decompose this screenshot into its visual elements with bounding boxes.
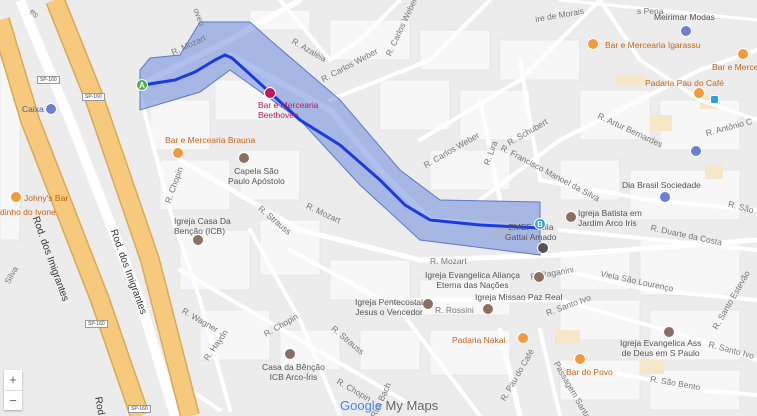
google-logo: Google [340, 398, 382, 413]
bar-merce-icon[interactable] [737, 48, 749, 60]
poi-igarassu: Bar e Mercearia Igarassu [605, 40, 701, 50]
street-mozart-low: R. Mozart [430, 256, 467, 266]
zoom-out-button[interactable]: − [4, 390, 22, 411]
highways [0, 0, 200, 416]
poi-ass-deus: Igreja Evangelica Ass de Deus em S Paulo [620, 338, 702, 358]
poi-johnys: Johny's Bar [24, 193, 69, 203]
poi-pau-do-cafe: Padaria Pau do Café [645, 78, 724, 88]
capela-church-icon[interactable] [238, 152, 250, 164]
alianca-church-icon[interactable] [533, 271, 545, 283]
city-blocks [0, 9, 741, 411]
pau-do-cafe-icon[interactable] [693, 87, 705, 99]
igarassu-icon[interactable] [587, 38, 599, 50]
street-pena: s Pena [637, 6, 664, 16]
poi-emef: EMEF Célia Gattai Amado [505, 222, 557, 242]
poi-casa-arco: Casa da Bênção ICB Arco-Íris [262, 362, 325, 382]
johnys-icon[interactable] [10, 191, 22, 203]
street-rossini: R. Rossini [435, 305, 474, 315]
bar-do-povo-icon[interactable] [574, 353, 586, 365]
poi-brauna: Bar e Mercearia Brauna [165, 135, 256, 145]
casa-bencao-church-icon[interactable] [192, 234, 204, 246]
poi-caixa: Caixa [22, 104, 44, 114]
sp160-shield-d: SP-160 [128, 405, 151, 413]
poi-capela: Capela São Paulo Apóstolo [228, 166, 285, 186]
route-line [142, 53, 541, 230]
poi-casa-bencao: Igreja Casa Da Benção (ICB) [174, 216, 231, 236]
zoom-controls: + − [4, 370, 22, 410]
poi-meirimar: Meirimar Modas [654, 12, 715, 22]
brauna-icon[interactable] [172, 147, 184, 159]
caixa-bank-icon[interactable] [45, 103, 57, 115]
poi-bar-merce: Bar e Merce [712, 62, 757, 72]
nakai-icon[interactable] [517, 332, 529, 344]
poi-bar-do-povo: Bar do Povo [566, 367, 613, 377]
poi-dia-brasil: Dia Brasil Sociedade [622, 180, 701, 190]
pau-do-cafe-bus-icon[interactable] [710, 95, 719, 104]
route-marker-a[interactable]: A [136, 79, 148, 91]
sp160-shield-a: SP-160 [37, 76, 60, 84]
poi-alianca: Igreja Evangelica Aliança Eterna das Naç… [425, 270, 520, 290]
ass-deus-church-icon[interactable] [663, 326, 675, 338]
dia-brasil-icon[interactable] [659, 191, 671, 203]
poi-dinho: dinho do Ivone [0, 207, 56, 217]
my-maps-label: My Maps [381, 398, 439, 413]
missao-church-icon[interactable] [482, 303, 494, 315]
sp160-shield-b: SP-160 [82, 93, 105, 101]
poi-missao: Igreja Missao Paz Real [475, 292, 563, 302]
poi-batista: Igreja Batista em Jardim Arco Iris [578, 208, 642, 228]
sp160-shield-c: SP-160 [85, 320, 108, 328]
map-attribution: Google My Maps [340, 398, 438, 413]
meirimar-icon[interactable] [680, 25, 692, 37]
casa-arco-church-icon[interactable] [284, 348, 296, 360]
shop-icon-1[interactable] [690, 145, 702, 157]
pentecostal-church-icon[interactable] [422, 298, 434, 310]
zoom-in-button[interactable]: + [9, 372, 17, 387]
emef-school-icon[interactable] [537, 242, 549, 254]
route-marker-b[interactable]: B [534, 218, 546, 230]
poi-pentecostal: Igreja Pentecostal Jesus o Vencedor [355, 297, 424, 317]
poi-beethoven: Bar e Mercearia Beethoven [258, 100, 319, 120]
poi-nakai: Padaria Nakai [452, 335, 506, 345]
batista-church-icon[interactable] [565, 211, 577, 223]
route-buffer [139, 21, 541, 256]
route-marker-beethoven[interactable] [264, 87, 276, 99]
